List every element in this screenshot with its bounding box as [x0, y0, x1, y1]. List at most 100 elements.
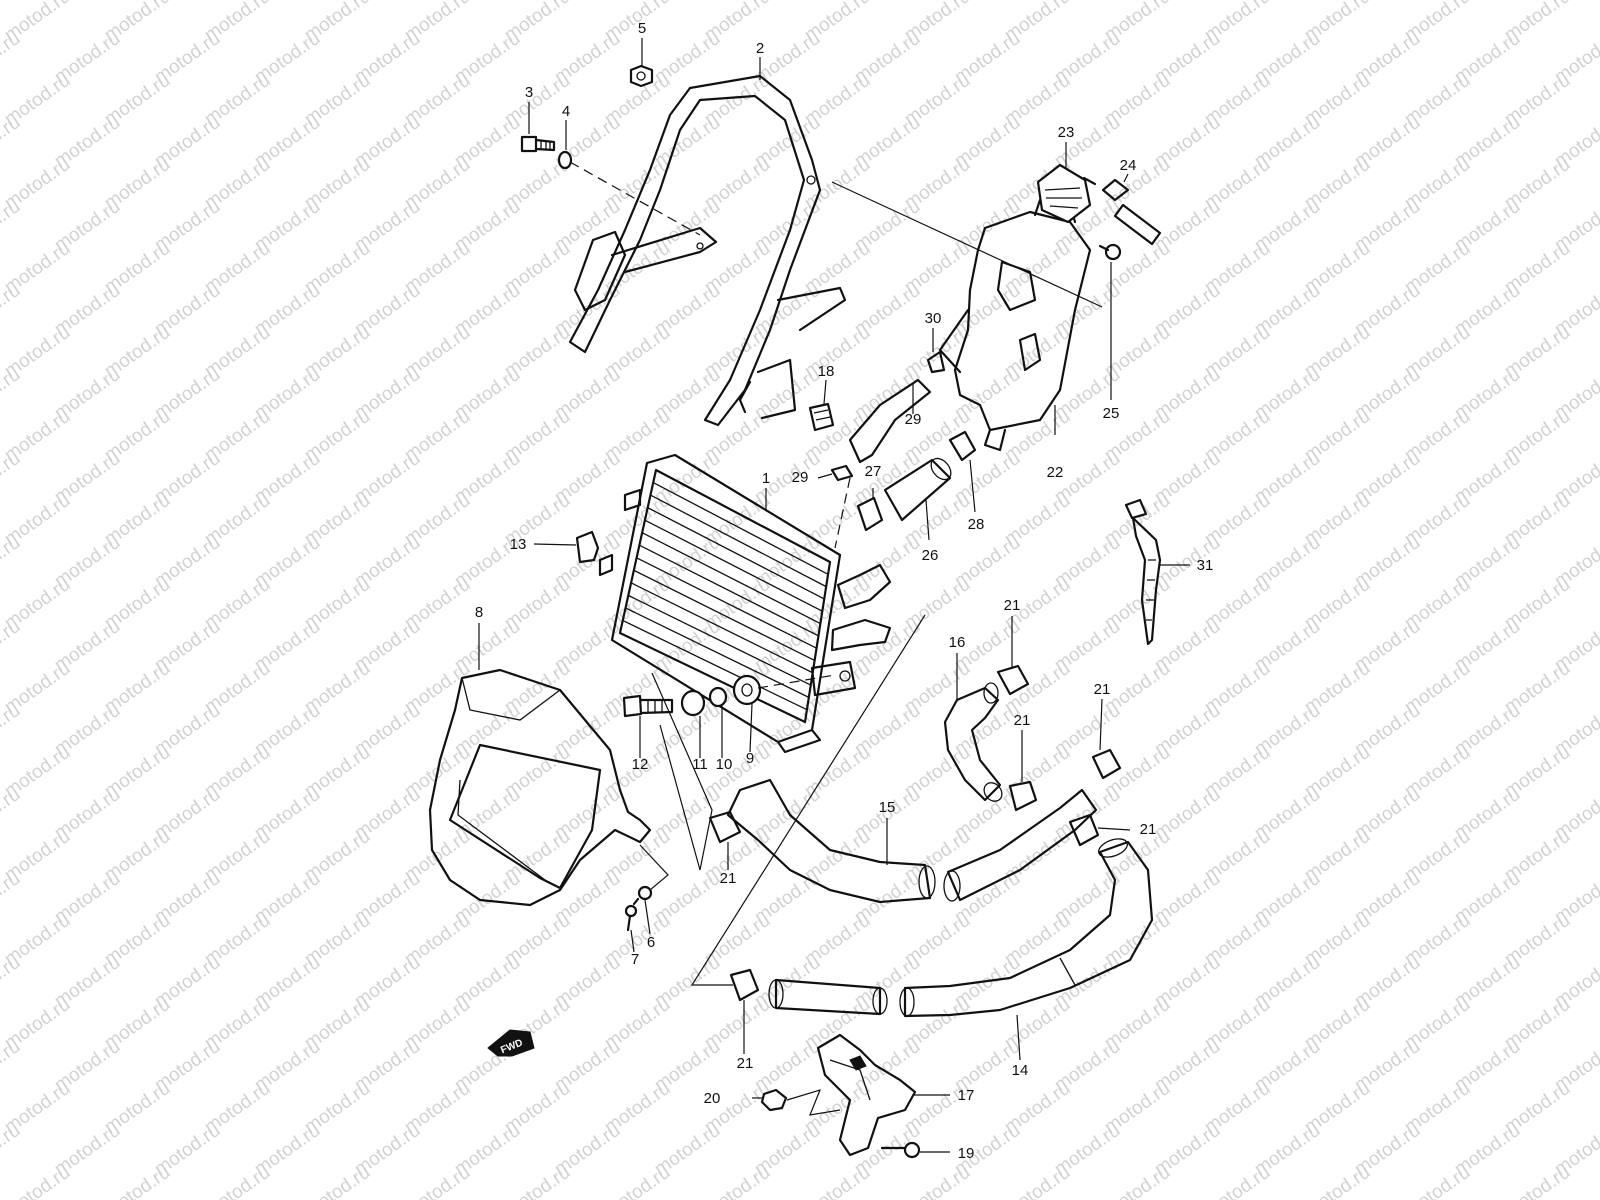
- callout-26: 26: [922, 547, 939, 564]
- watermark-text: motod.ru: [501, 1162, 574, 1200]
- bolt-3: [520, 135, 556, 153]
- radiator-core: [598, 453, 842, 754]
- clip-30: [926, 350, 946, 374]
- radiator-fin: [622, 619, 808, 711]
- callouts: 5 2 3 4 23 24 30 18 25 29 22 1 29 27 28 …: [475, 20, 1214, 1162]
- hose-short: [768, 978, 888, 1016]
- nut-5: [629, 64, 654, 88]
- clamp-21-hose16-top: [996, 664, 1030, 696]
- radiator-fin: [650, 494, 827, 588]
- bracket-18: [808, 402, 835, 432]
- callout-6: 6: [647, 934, 655, 951]
- radiator-fins: [619, 469, 831, 723]
- watermark-text: motod.ru: [1301, 1162, 1374, 1200]
- callout-5: 5: [638, 20, 646, 37]
- clamp-21-right-top: [1091, 748, 1122, 780]
- radiator-cover: [428, 668, 652, 907]
- watermark-text: motod.ru: [101, 1162, 174, 1200]
- bracket-17: [816, 1033, 917, 1157]
- hose-28: [848, 378, 932, 464]
- radiator-fin: [641, 532, 821, 625]
- watermark-text: motod.ru: [201, 1162, 274, 1200]
- radiator-fin: [625, 607, 810, 698]
- screw-6: [632, 885, 653, 906]
- reservoir-cap: [1036, 163, 1097, 224]
- callout-24: 24: [1120, 157, 1137, 174]
- watermark-text: motod.ru: [1, 1162, 74, 1200]
- hose-14: [899, 838, 1154, 1018]
- callout-21-c: 21: [1014, 712, 1031, 729]
- watermark-text: motod.ru: [301, 1162, 374, 1200]
- watermark-text: motod.ru: [0, 0, 24, 4]
- screw-19: [880, 1141, 921, 1159]
- callout-7: 7: [631, 951, 639, 968]
- leader-lines: [478, 38, 1190, 1153]
- watermark-text: motod.ru: [701, 1162, 774, 1200]
- callout-12: 12: [632, 756, 649, 773]
- callout-29: 29: [792, 469, 809, 486]
- clamp-21-right-mid: [1068, 813, 1100, 847]
- watermark-text: motod.ru: [1201, 1162, 1274, 1200]
- callout-13: 13: [510, 536, 527, 553]
- callout-1: 1: [762, 470, 770, 487]
- callout-25: 25: [1103, 405, 1120, 422]
- callout-8: 8: [475, 604, 483, 621]
- hose-15: [726, 778, 1098, 904]
- grommet-9: [732, 674, 762, 706]
- collar-11: [680, 689, 706, 717]
- callout-4: 4: [562, 103, 570, 120]
- callout-21-f: 21: [737, 1055, 754, 1072]
- watermark-text: motod.ru: [901, 1162, 974, 1200]
- callout-30: 30: [925, 310, 942, 327]
- radiator-fin: [647, 507, 825, 600]
- clamp-21-bottom: [729, 968, 760, 1002]
- callout-21-b: 21: [1094, 681, 1111, 698]
- callout-23: 23: [1058, 124, 1075, 141]
- callout-15: 15: [879, 799, 896, 816]
- callout-17: 17: [958, 1087, 975, 1104]
- radiator-fin: [639, 544, 819, 637]
- watermark-text: motod.ru: [1501, 1162, 1574, 1200]
- radiator-frame: [568, 74, 847, 427]
- radiator-outlets: [810, 563, 892, 697]
- clamp-27-lower: [856, 496, 884, 532]
- watermark-text: motod.ru: [601, 1162, 674, 1200]
- callout-21-d: 21: [1140, 821, 1157, 838]
- callout-14: 14: [1012, 1062, 1029, 1079]
- callout-3: 3: [525, 84, 533, 101]
- callout-18: 18: [818, 363, 835, 380]
- callout-20: 20: [704, 1090, 721, 1107]
- watermark-text: motod.ru: [401, 1162, 474, 1200]
- callout-10: 10: [716, 756, 733, 773]
- callout-11: 11: [692, 756, 708, 773]
- radiator-fin: [633, 569, 815, 662]
- watermark-text: motod.ru: [1401, 1162, 1474, 1200]
- callout-9: 9: [746, 750, 754, 767]
- nut-20: [760, 1088, 788, 1112]
- fwd-arrow-icon: FWD: [487, 1029, 535, 1057]
- bolt-25: [1098, 243, 1122, 261]
- watermark-text: motod.ru: [1101, 1162, 1174, 1200]
- callout-21-e: 21: [720, 870, 737, 887]
- radiator-fin: [644, 519, 823, 612]
- callout-27-right: 28: [968, 516, 985, 533]
- clamp-27-upper: [948, 430, 977, 462]
- watermark-text: motod.ru: [801, 1162, 874, 1200]
- callout-2: 2: [756, 40, 764, 57]
- radiator-fin: [628, 594, 812, 686]
- callout-28: 29: [905, 411, 922, 428]
- breather-tube: [1101, 178, 1162, 246]
- watermark-text: motod.ru: [1001, 1162, 1074, 1200]
- washer-10: [708, 686, 728, 708]
- callout-27-left: 27: [865, 463, 882, 480]
- callout-22: 22: [1047, 464, 1064, 481]
- radiator-fin: [630, 582, 813, 674]
- grommet-13: [575, 530, 600, 564]
- cable-tie-31: [1124, 498, 1162, 646]
- callout-19: 19: [958, 1145, 975, 1162]
- clamp-21-left: [708, 810, 742, 844]
- radiator-fin: [619, 632, 806, 723]
- hose-26: [883, 457, 952, 522]
- hose-16: [943, 682, 1003, 802]
